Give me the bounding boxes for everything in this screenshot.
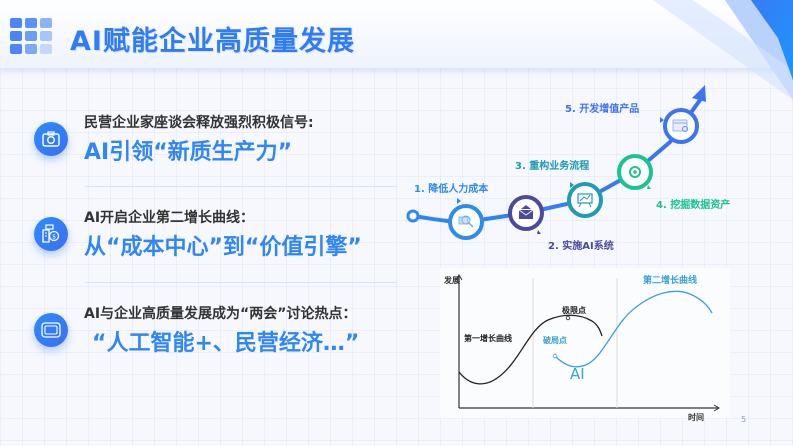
y-axis-label: 发展 (444, 276, 460, 285)
divider (85, 186, 397, 187)
page-title: AI赋能企业高质量发展 (70, 26, 355, 57)
screen-icon (34, 313, 68, 347)
page-number: 5 (741, 415, 747, 424)
email-icon (518, 205, 534, 219)
camera-icon (34, 122, 68, 156)
finance-icon: $ (34, 217, 68, 251)
step-label-2: 2. 实施AI系统 (548, 241, 614, 252)
growth-steps-diagram: 1. 降低人力成本 2. 实施AI系统 3. 重构业务流程 4. 挖掘数据资产 … (400, 80, 793, 260)
x-axis-label: 时间 (688, 413, 704, 422)
step-label-3: 3. 重构业务流程 (515, 161, 590, 172)
breakthrough-point-label: 破局点 (543, 336, 567, 345)
header-bar: AI赋能企业高质量发展 (0, 0, 793, 68)
point-headline: “人工智能+、民营经济…” (92, 331, 360, 356)
svg-text:$: $ (52, 234, 56, 241)
grid-logo-icon (10, 18, 54, 56)
point-item-1: 民营企业家座谈会释放强烈积极信号: AI引领“新质生产力” (30, 112, 400, 172)
step-label-5: 5. 开发增值产品 (565, 104, 640, 115)
second-curve-label: 第二增长曲线 (643, 276, 698, 286)
point-subtitle: 民营企业家座谈会释放强烈积极信号: (84, 115, 314, 131)
presentation-icon (577, 193, 593, 208)
step-label-4: 4. 挖掘数据资产 (656, 200, 731, 211)
first-curve-label: 第一增长曲线 (464, 334, 512, 343)
point-headline: 从“成本中心”到“价值引擎” (84, 235, 362, 260)
point-subtitle: AI开启企业第二增长曲线： (84, 210, 255, 226)
limit-point-label: 极限点 (562, 306, 586, 315)
corner-decoration (653, 0, 793, 100)
search-chart-icon (458, 215, 474, 228)
browser-search-icon (672, 119, 688, 132)
point-item-3: AI与企业高质量发展成为“两会”讨论热点： “人工智能+、民营经济…” (30, 303, 400, 363)
point-subtitle: AI与企业高质量发展成为“两会”讨论热点： (84, 306, 357, 322)
divider (85, 282, 397, 283)
point-headline: AI引领“新质生产力” (84, 140, 293, 165)
step-label-1: 1. 降低人力成本 (414, 184, 489, 195)
data-cycle-icon (629, 166, 641, 178)
ai-label: AI (570, 365, 585, 383)
point-item-2: $ AI开启企业第二增长曲线： 从“成本中心”到“价值引擎” (30, 207, 400, 267)
growth-curve-chart: 发展 时间 第一增长曲线 第二增长曲线 极限点 破局点 AI (440, 268, 730, 422)
